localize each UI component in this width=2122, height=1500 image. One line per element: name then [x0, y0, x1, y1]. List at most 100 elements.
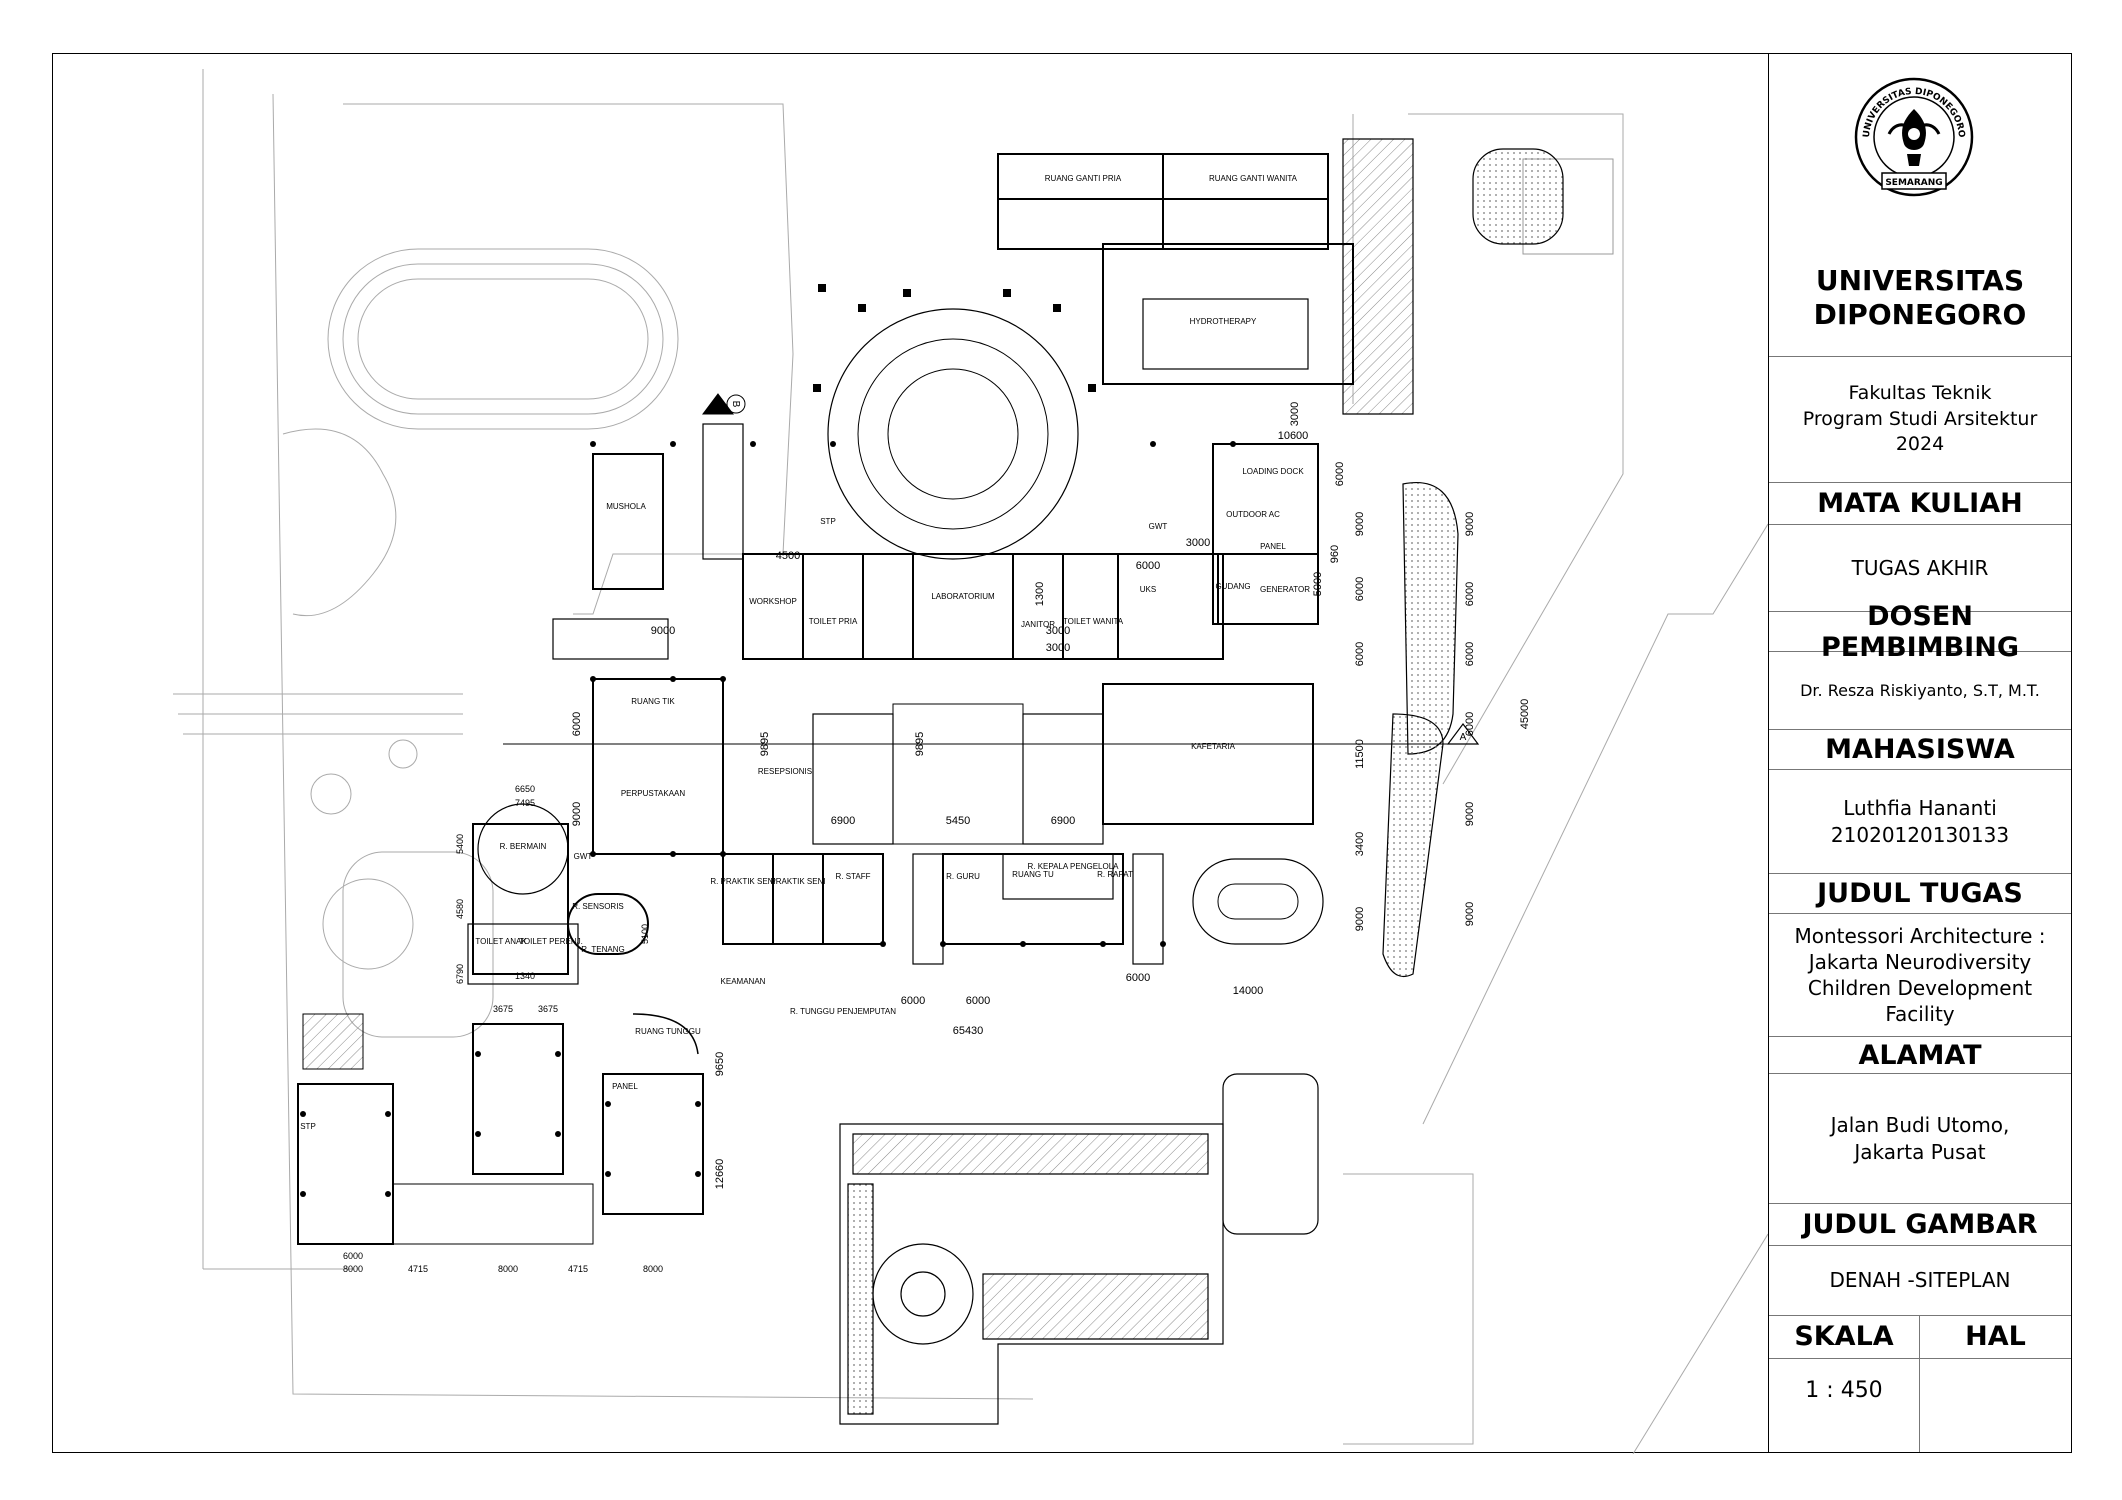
- room-label: STP: [820, 517, 836, 526]
- building-walls: [297, 153, 1453, 1245]
- dimension-label: 3000: [1289, 402, 1301, 426]
- student-id: 21020120130133: [1830, 822, 2010, 847]
- room-label: TOILET ANAK: [475, 937, 527, 946]
- university-logo: UNIVERSITAS DIPONEGORO SEMARANG: [1854, 77, 1974, 197]
- room-label: PANEL: [612, 1082, 638, 1091]
- mata-kuliah-value: TUGAS AKHIR: [1769, 525, 2071, 612]
- student-name: Luthfia Hananti: [1843, 795, 1997, 820]
- dimension-labels: 10600 3000 6000 9000 3000 960 5000 6000 …: [343, 402, 1531, 1274]
- section-marker-a: A: [1460, 732, 1467, 743]
- room-label: PERPUSTAKAAN: [621, 789, 686, 798]
- room-label: RUANG GANTI PRIA: [1045, 174, 1122, 183]
- skala-hal-row: SKALA HAL 1 : 450: [1769, 1316, 2071, 1452]
- project-title-line: Jakarta Neurodiversity: [1808, 950, 2032, 974]
- dimension-label: 9000: [1354, 512, 1366, 536]
- dimension-label: 6000: [1464, 642, 1476, 666]
- university-name-line2: DIPONEGORO: [1813, 297, 2027, 331]
- room-label: OUTDOOR AC: [1226, 510, 1280, 519]
- room-label: UKS: [1140, 585, 1156, 594]
- dimension-label: 3675: [493, 1004, 513, 1014]
- room-label: MUSHOLA: [606, 502, 646, 511]
- university-section: UNIVERSITAS DIPONEGORO SEMARANG UNIVERSI…: [1769, 54, 2071, 357]
- dimension-label: 3675: [538, 1004, 558, 1014]
- room-label: GWT: [1149, 522, 1168, 531]
- dimension-label: 1340: [515, 971, 535, 981]
- dimension-label: 9895: [914, 732, 926, 756]
- parking-areas: [839, 138, 1564, 1425]
- room-label: LABORATORIUM: [931, 592, 995, 601]
- year-line: 2024: [1895, 433, 1945, 456]
- room-label: R. GURU: [946, 872, 980, 881]
- dimension-label: 8000: [643, 1264, 663, 1274]
- skala-label: SKALA: [1769, 1316, 1919, 1359]
- room-label: PRAKTIK SENI: [770, 877, 825, 886]
- dimension-label: 4715: [568, 1264, 588, 1274]
- room-label: RUANG TUNGGU: [635, 1027, 701, 1036]
- address-line: Jalan Budi Utomo,: [1830, 1112, 2010, 1137]
- dimension-label: 9650: [714, 1052, 726, 1076]
- dimension-label: 9895: [759, 732, 771, 756]
- dimension-label: 9000: [651, 625, 675, 637]
- room-label: R. RAPAT: [1097, 870, 1133, 879]
- room-label: GWT: [574, 852, 593, 861]
- room-label: R. TENANG: [581, 945, 624, 954]
- section-markers: A B: [702, 393, 1480, 745]
- dimension-label: 6000: [1354, 577, 1366, 601]
- dimension-label: 3000: [1186, 537, 1210, 549]
- room-label: GUDANG: [1215, 582, 1250, 591]
- dimension-label: 5450: [946, 815, 970, 827]
- dimension-label: 11500: [1354, 739, 1366, 769]
- room-label: R. PRAKTIK SENI: [710, 877, 775, 886]
- skala-value: 1 : 450: [1805, 1378, 1883, 1403]
- dimension-label: 4500: [776, 550, 800, 562]
- room-label: RESEPSIONIS: [758, 767, 812, 776]
- room-label: R. BERMAIN: [500, 842, 547, 851]
- room-label: TOILET PERENJ.: [519, 937, 583, 946]
- drawing-sheet: RUANG GANTI PRIA RUANG GANTI WANITA HYDR…: [52, 53, 2072, 1454]
- room-label: RUANG TU: [1012, 870, 1054, 879]
- mahasiswa-section: Luthfia Hananti 21020120130133: [1769, 770, 2071, 874]
- dimension-label: 6790: [455, 964, 465, 984]
- judul-gambar-value: DENAH -SITEPLAN: [1769, 1246, 2071, 1316]
- room-label: TOILET PRIA: [809, 617, 858, 626]
- project-title-line: Children Development: [1807, 976, 2033, 1000]
- floor-plan: RUANG GANTI PRIA RUANG GANTI WANITA HYDR…: [173, 69, 1768, 1454]
- dimension-label: 9000: [571, 802, 583, 826]
- address-line: Jakarta Pusat: [1854, 1139, 1986, 1164]
- dimension-label: 4580: [455, 899, 465, 919]
- room-label: LOADING DOCK: [1242, 467, 1304, 476]
- dimension-label: 7495: [515, 798, 535, 808]
- dimension-label: 3400: [1354, 832, 1366, 856]
- landscape-lines: [173, 69, 1768, 1454]
- dimension-label: 3000: [1046, 642, 1070, 654]
- faculty-line: Fakultas Teknik: [1848, 382, 1992, 405]
- dimension-label: 8000: [498, 1264, 518, 1274]
- alamat-section: Jalan Budi Utomo, Jakarta Pusat: [1769, 1074, 2071, 1204]
- room-label: JANITOR: [1021, 620, 1055, 629]
- dimension-label: 6000: [901, 995, 925, 1007]
- room-label: HYDROTHERAPY: [1190, 317, 1257, 326]
- dimension-label: 6000: [966, 995, 990, 1007]
- dimension-label: 5000: [1312, 572, 1324, 596]
- section-marker-b: B: [730, 401, 741, 408]
- structural-columns: [300, 284, 1236, 1197]
- dosen-value: Dr. Resza Riskiyanto, S.T, M.T.: [1769, 652, 2071, 730]
- room-label: R. KEPALA PENGELOLA: [1027, 862, 1119, 871]
- dimension-label: 6000: [1354, 642, 1366, 666]
- dimension-label: 6000: [1136, 560, 1160, 572]
- room-label: R. TUNGGU PENJEMPUTAN: [790, 1007, 896, 1016]
- judul-tugas-section: Montessori Architecture : Jakarta Neurod…: [1769, 914, 2071, 1036]
- room-label: R. SENSORIS: [572, 902, 624, 911]
- dimension-label: 45000: [1519, 699, 1531, 730]
- dimension-label: 960: [1329, 545, 1341, 563]
- dimension-label: 6000: [1334, 462, 1346, 486]
- dimension-label: 6650: [515, 784, 535, 794]
- mata-kuliah-label: MATA KULIAH: [1769, 483, 2071, 525]
- room-label: RUANG GANTI WANITA: [1209, 174, 1298, 183]
- hal-label: HAL: [1920, 1316, 2071, 1359]
- room-label: TOILET WANITA: [1063, 617, 1124, 626]
- dimension-label: 9000: [1464, 902, 1476, 926]
- dimension-label: 9000: [1464, 512, 1476, 536]
- title-block: UNIVERSITAS DIPONEGORO SEMARANG UNIVERSI…: [1768, 54, 2071, 1452]
- room-label: WORKSHOP: [749, 597, 797, 606]
